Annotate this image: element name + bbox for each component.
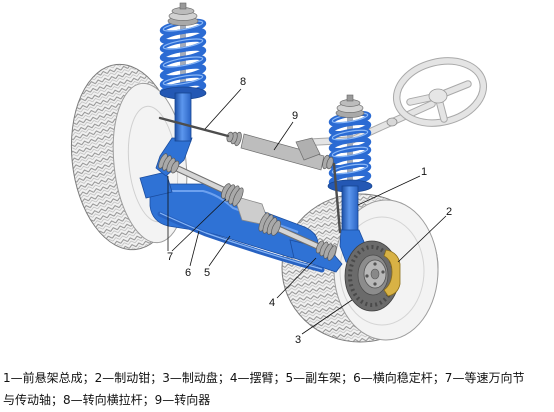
leader-line-9 xyxy=(273,121,294,151)
steering-wheel xyxy=(310,57,488,146)
leader-line-8 xyxy=(204,88,242,130)
steering-rack-housing xyxy=(240,133,325,171)
right-tie-rod xyxy=(332,162,342,234)
stabilizer-bar xyxy=(157,211,325,273)
right-strut-assembly xyxy=(327,94,373,269)
left-damper-tube xyxy=(174,92,192,142)
leader-line-2 xyxy=(397,215,447,263)
caption-line-2: 与传动轴；8—转向横拉杆；9—转向器 xyxy=(3,393,211,407)
leader-line-3 xyxy=(301,299,353,335)
callout-7: 7 xyxy=(167,251,173,263)
right-outer-cv-joint-boot xyxy=(315,240,337,261)
callout-2: 2 xyxy=(446,206,452,218)
leader-line-1 xyxy=(357,175,421,206)
steering-column-joint xyxy=(386,117,398,127)
wheel-bolt xyxy=(373,262,377,266)
leader-line-7b xyxy=(171,198,227,252)
wheel-bolt xyxy=(365,274,369,278)
front-suspension-illustration: 1 2 3 4 5 6 7 8 9 xyxy=(70,2,488,346)
callout-8: 8 xyxy=(240,76,246,88)
right-top-mount xyxy=(335,94,365,118)
leader-line-5 xyxy=(208,235,231,267)
steering-wheel-hub xyxy=(428,88,448,104)
wheel-hub xyxy=(363,259,387,289)
subframe-highlight xyxy=(158,190,299,233)
left-outer-cv-joint-boot xyxy=(158,153,180,174)
left-lower-control-arm xyxy=(139,171,173,199)
callout-6: 6 xyxy=(185,267,191,279)
steering-gear xyxy=(226,131,334,171)
steering-rack-left-boot xyxy=(226,131,242,147)
right-damper-tube xyxy=(341,185,359,235)
right-coil-spring xyxy=(328,110,372,188)
right-inner-cv-joint-boot xyxy=(258,212,281,236)
left-coil-spring xyxy=(159,18,207,98)
callout-1: 1 xyxy=(421,166,427,178)
right-tire-sidewall-ring xyxy=(339,216,425,326)
left-strut-assembly xyxy=(159,2,207,142)
leader-line-4 xyxy=(276,257,317,299)
callout-9: 9 xyxy=(292,110,298,122)
wheel-bolt xyxy=(373,282,377,286)
left-drive-shaft xyxy=(158,153,244,207)
figure-caption: 1—前悬架总成；2—制动钳；3—制动盘；4—摆臂；5—副车架；6—横向稳定杆；7… xyxy=(3,367,552,411)
left-top-mount xyxy=(167,2,199,26)
left-tie-rod xyxy=(158,116,230,138)
callout-3: 3 xyxy=(295,334,301,346)
callout-4: 4 xyxy=(269,297,275,309)
caption-line-1: 1—前悬架总成；2—制动钳；3—制动盘；4—摆臂；5—副车架；6—横向稳定杆；7… xyxy=(3,371,525,385)
brake-caliper xyxy=(383,249,401,297)
steering-pinion-housing xyxy=(295,137,321,161)
leader-line-6 xyxy=(189,230,200,267)
callout-leaders xyxy=(167,88,447,335)
callout-labels: 1 2 3 4 5 6 7 8 9 xyxy=(167,76,452,346)
left-inner-cv-joint-boot xyxy=(221,183,244,207)
callout-5: 5 xyxy=(204,267,210,279)
wheel-bolt xyxy=(381,270,385,274)
right-drive-shaft xyxy=(258,212,337,261)
